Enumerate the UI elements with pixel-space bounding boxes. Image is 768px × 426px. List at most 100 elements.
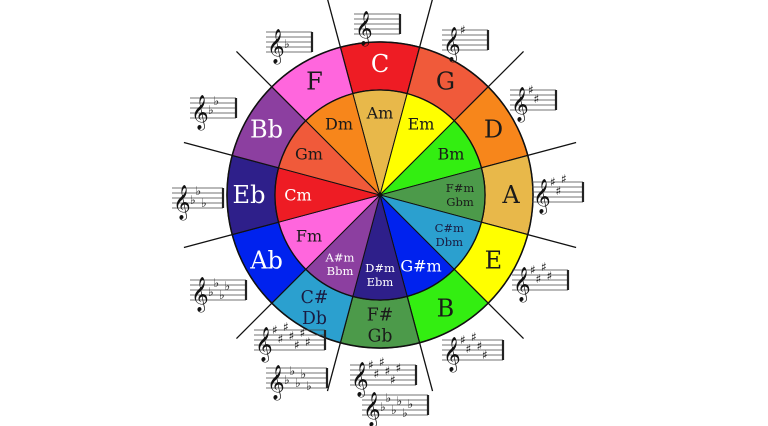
minor-key-label: Gbm <box>446 195 474 209</box>
treble-clef-icon: 𝄞 <box>443 337 461 373</box>
sharp-icon: ♯ <box>385 364 391 378</box>
flat-icon: ♭ <box>214 94 220 108</box>
minor-key-label: G#m <box>400 257 441 276</box>
key-signature-staff: 𝄞♭♭♭♭ <box>190 276 248 313</box>
major-key-label: Ab <box>249 247 283 275</box>
treble-clef-icon: 𝄞 <box>191 277 209 313</box>
minor-key-label: Bm <box>438 145 465 164</box>
major-key-label: C <box>371 50 389 78</box>
dividers <box>183 0 577 392</box>
flat-icon: ♭ <box>295 376 301 390</box>
major-key-label: Gb <box>368 326 393 346</box>
treble-clef-icon: 𝄞 <box>363 392 381 426</box>
flat-icon: ♭ <box>301 367 307 381</box>
minor-key-label: Bbm <box>327 264 354 278</box>
divider-line <box>183 233 233 249</box>
flat-icon: ♭ <box>386 391 392 405</box>
sharp-icon: ♯ <box>374 367 380 381</box>
sharp-icon: ♯ <box>289 329 295 343</box>
divider-line <box>327 0 342 48</box>
sharp-icon: ♯ <box>272 323 278 337</box>
key-signature-staff: 𝄞♯ <box>442 23 490 63</box>
sharp-icon: ♯ <box>541 260 547 274</box>
major-key-label: C# <box>301 288 329 308</box>
divider-line <box>235 302 273 340</box>
minor-key-label: F#m <box>446 181 475 195</box>
sharp-icon: ♯ <box>283 320 289 334</box>
divider-line <box>487 302 525 340</box>
flat-icon: ♭ <box>225 279 231 293</box>
minor-key-label: Dm <box>325 114 353 133</box>
sharp-icon: ♯ <box>536 272 542 286</box>
sharp-icon: ♯ <box>466 342 472 356</box>
divider-line <box>527 233 577 249</box>
flat-icon: ♭ <box>214 276 220 290</box>
sharp-icon: ♯ <box>305 335 311 349</box>
sharp-icon: ♯ <box>547 269 553 283</box>
flat-icon: ♭ <box>190 193 196 207</box>
flat-icon: ♭ <box>408 397 414 411</box>
minor-key-label: Cm <box>284 186 311 205</box>
key-signature-staff: 𝄞♭♭♭♭♭♭ <box>362 391 430 426</box>
treble-clef-icon: 𝄞 <box>255 327 273 363</box>
key-signature-staff: 𝄞♯♯♯♯♯♯ <box>350 355 418 398</box>
sharp-icon: ♯ <box>390 373 396 387</box>
flat-icon: ♭ <box>402 406 408 420</box>
divider-line <box>235 50 273 88</box>
treble-clef-icon: 𝄞 <box>351 362 369 398</box>
key-signature-staff: 𝄞♯♯♯♯ <box>512 260 570 303</box>
flat-icon: ♭ <box>201 196 207 210</box>
sharp-icon: ♯ <box>471 330 477 344</box>
flat-icon: ♭ <box>284 373 290 387</box>
sharp-icon: ♯ <box>278 332 284 346</box>
major-key-label: A <box>501 181 520 209</box>
treble-clef-icon: 𝄞 <box>191 95 209 131</box>
key-signature-staff: 𝄞♯♯♯♯♯ <box>442 330 505 373</box>
minor-key-label: D#m <box>365 261 395 275</box>
flat-icon: ♭ <box>284 37 290 51</box>
key-signature-staff: 𝄞♯♯ <box>510 83 558 123</box>
key-signature-staff: 𝄞♭♭♭♭♭ <box>266 364 329 401</box>
divider-line <box>326 342 342 392</box>
treble-clef-icon: 𝄞 <box>267 365 285 401</box>
treble-clef-icon: 𝄞 <box>267 29 285 65</box>
minor-key-label: C#m <box>435 221 464 235</box>
flat-icon: ♭ <box>208 103 214 117</box>
sharp-icon: ♯ <box>379 355 385 369</box>
sharp-icon: ♯ <box>477 339 483 353</box>
key-signature-staff: 𝄞♯♯♯♯♯♯♯ <box>254 320 327 363</box>
minor-key-label: Am <box>366 104 394 123</box>
divider-line <box>418 342 434 392</box>
sharp-icon: ♯ <box>460 23 466 37</box>
major-key-label: Db <box>302 309 327 329</box>
key-signatures: 𝄞𝄞♯𝄞♯♯𝄞♯♯♯𝄞♯♯♯♯𝄞♯♯♯♯♯𝄞♯♯♯♯♯♯𝄞♭♭♭♭♭♭𝄞♯♯♯♯… <box>172 11 585 426</box>
sharp-icon: ♯ <box>530 263 536 277</box>
key-signature-staff: 𝄞♭ <box>266 29 314 65</box>
divider-line <box>418 0 433 48</box>
treble-clef-icon: 𝄞 <box>355 11 373 47</box>
flat-icon: ♭ <box>397 394 403 408</box>
divider-line <box>527 141 577 157</box>
sharp-icon: ♯ <box>294 338 300 352</box>
sharp-icon: ♯ <box>534 92 540 106</box>
minor-key-label: A#m <box>325 250 355 264</box>
sharp-icon: ♯ <box>550 175 556 189</box>
flat-icon: ♭ <box>391 403 397 417</box>
wedges <box>226 41 534 349</box>
sharp-icon: ♯ <box>300 326 306 340</box>
flat-icon: ♭ <box>219 288 225 302</box>
minor-key-label: Fm <box>296 227 322 246</box>
treble-clef-icon: 𝄞 <box>443 27 461 63</box>
flat-icon: ♭ <box>290 364 296 378</box>
flat-icon: ♭ <box>196 184 202 198</box>
major-key-label: G <box>436 68 455 96</box>
divider-line <box>487 50 525 88</box>
treble-clef-icon: 𝄞 <box>173 185 191 221</box>
sharp-icon: ♯ <box>556 184 562 198</box>
major-key-label: E <box>485 247 503 275</box>
flat-icon: ♭ <box>208 285 214 299</box>
sharp-icon: ♯ <box>460 333 466 347</box>
major-key-label: D <box>484 116 503 144</box>
